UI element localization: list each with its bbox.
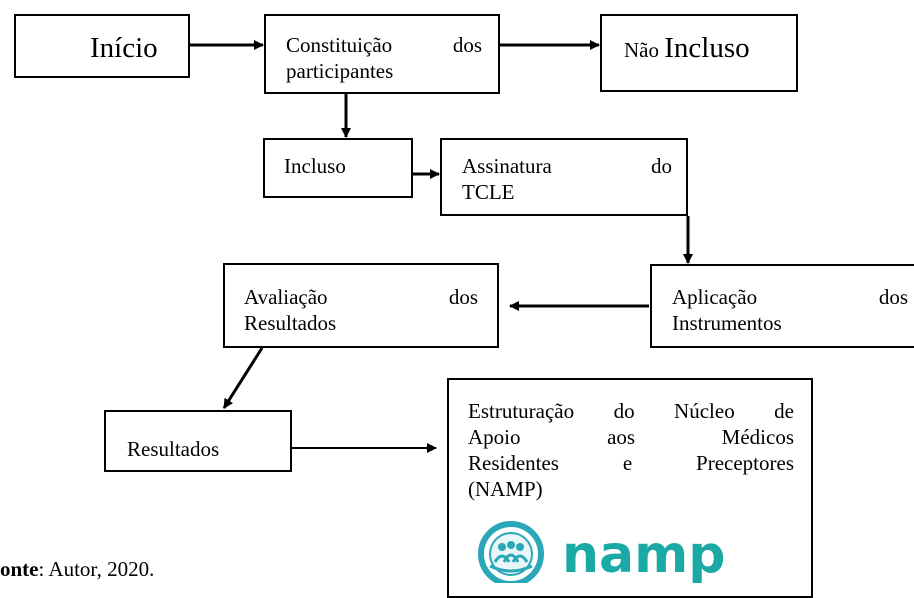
node-constituicao — [264, 14, 500, 94]
source-footer-text: : Autor, 2020. — [38, 557, 155, 581]
node-assinatura-label: Assinatura do TCLE — [462, 153, 672, 205]
node-incluso-label: Incluso — [284, 154, 346, 178]
node-assinatura-word-1: Assinatura — [462, 154, 552, 178]
node-estruturacao-line-4: (NAMP) — [468, 477, 543, 501]
node-inicio — [14, 14, 190, 78]
namp-logo-graphic: namp — [478, 521, 726, 587]
node-incluso — [263, 138, 413, 198]
node-avaliacao-word-2: dos — [448, 285, 478, 309]
node-estruturacao-line-1: Estruturação do Núcleo de — [468, 399, 794, 423]
node-inicio-label: Início — [90, 32, 158, 64]
node-estruturacao — [447, 378, 813, 598]
node-aplicacao-label: Aplicação dos Instrumentos — [672, 284, 908, 336]
node-assinatura-word-3: TCLE — [462, 180, 515, 204]
node-estruturacao-line-3: Residentes e Preceptores — [468, 451, 794, 475]
flow-arrows — [190, 40, 693, 453]
node-constituicao-word-2: dos — [452, 33, 482, 57]
node-nao-incluso-label: Não Incluso — [624, 32, 750, 64]
node-avaliacao — [223, 263, 499, 348]
node-nao-incluso-prefix: Não — [624, 38, 659, 62]
node-nao-incluso-main: Incluso — [664, 32, 750, 64]
node-estruturacao-line-2: Apoio aos Médicos — [468, 425, 794, 449]
node-resultados-label: Resultados — [127, 437, 220, 461]
node-avaliacao-label: Avaliação dos Resultados — [244, 284, 478, 336]
namp-logo: namp — [466, 518, 796, 587]
node-constituicao-word-3: participantes — [286, 59, 394, 83]
source-footer: onte: Autor, 2020. — [0, 556, 154, 582]
node-constituicao-word-1: Constituição — [286, 33, 393, 57]
node-aplicacao-word-1: Aplicação — [672, 285, 758, 309]
node-aplicacao-word-3: Instrumentos — [672, 311, 782, 335]
node-estruturacao-label: Estruturação do Núcleo de Apoio aos Médi… — [468, 398, 794, 502]
node-nao-incluso — [600, 14, 798, 92]
source-footer-label: onte — [0, 557, 39, 581]
node-avaliacao-word-1: Avaliação — [244, 285, 328, 309]
namp-logo-text: namp — [562, 525, 726, 583]
node-constituicao-label: Constituição dos participantes — [286, 32, 482, 84]
node-aplicacao-word-2: dos — [878, 285, 908, 309]
arrow-avaliacao-to-resultados — [222, 347, 264, 409]
node-assinatura-word-2: do — [651, 154, 672, 178]
node-resultados — [104, 410, 292, 472]
node-avaliacao-word-3: Resultados — [244, 311, 337, 335]
node-assinatura — [440, 138, 688, 216]
node-aplicacao — [650, 264, 914, 348]
